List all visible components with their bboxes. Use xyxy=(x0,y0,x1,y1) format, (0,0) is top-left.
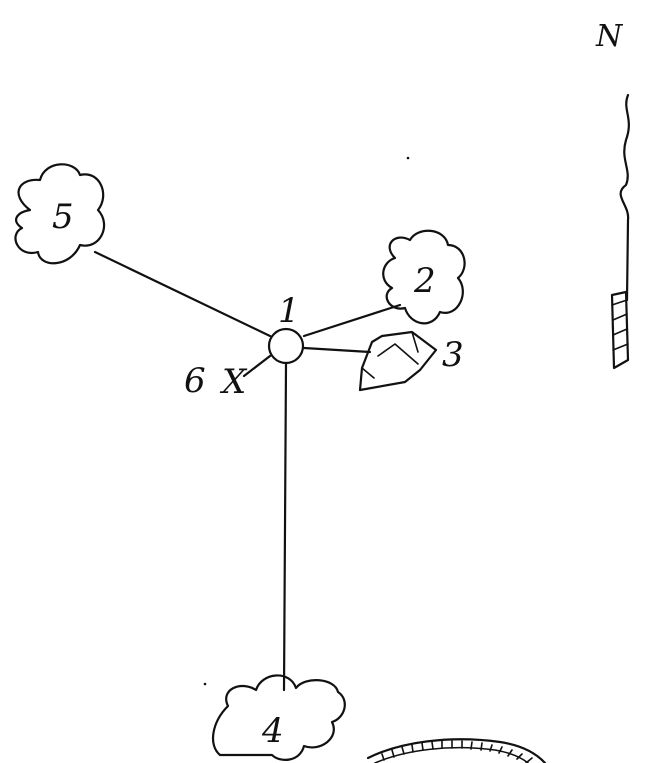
marker-6-label: 6 xyxy=(184,361,206,401)
stray-dot xyxy=(204,683,207,686)
center-circle xyxy=(269,329,303,363)
stamp-outer-arc xyxy=(368,739,545,763)
line-1-to-6 xyxy=(244,356,270,376)
stamp-seal-fragment xyxy=(368,739,545,763)
object-3-inner-lines xyxy=(362,332,418,378)
tree-2: 2 xyxy=(383,231,464,324)
object-3-outline xyxy=(360,332,436,390)
line-1-to-2 xyxy=(304,305,400,336)
tree-5-label: 5 xyxy=(52,197,74,237)
north-label: N xyxy=(595,19,624,54)
line-1-to-5 xyxy=(95,252,270,336)
line-1-to-4 xyxy=(284,364,286,690)
object-3: 3 xyxy=(360,332,464,390)
tree-2-label: 2 xyxy=(413,261,436,301)
north-arrow: N xyxy=(595,19,629,368)
stray-dot xyxy=(407,157,410,160)
marker-6: 6 X xyxy=(184,361,248,402)
line-1-to-3 xyxy=(304,348,370,352)
stray-marks xyxy=(204,157,410,686)
tree-5: 5 xyxy=(15,164,104,263)
stamp-inner-arc xyxy=(375,748,528,763)
tree-4: 4 xyxy=(213,675,345,759)
connector-lines xyxy=(95,252,400,690)
object-3-label: 3 xyxy=(442,335,464,375)
marker-6-symbol: X xyxy=(219,362,248,402)
tree-4-label: 4 xyxy=(261,711,284,751)
center-label: 1 xyxy=(278,291,300,331)
north-arrow-shaft xyxy=(621,95,629,300)
center-point-1: 1 xyxy=(269,291,303,363)
